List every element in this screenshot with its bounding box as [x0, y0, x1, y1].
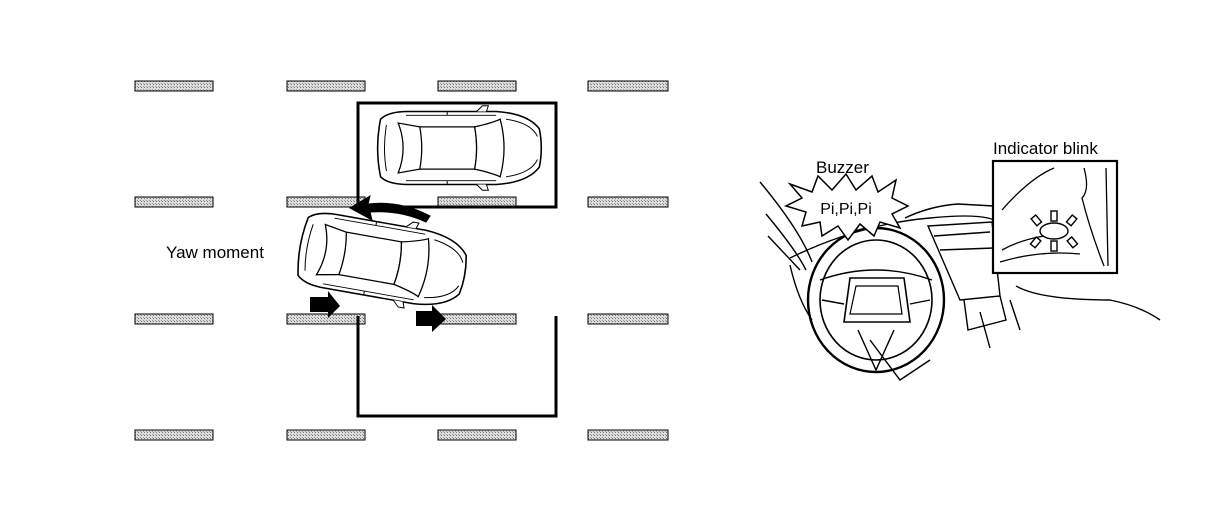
lane-mark — [286, 313, 366, 325]
lane-mark — [587, 313, 669, 325]
lane-mark — [134, 80, 214, 92]
lane-mark — [587, 80, 669, 92]
lane-mark — [437, 80, 517, 92]
indicator-inset-content — [999, 167, 1109, 267]
lane-mark — [437, 429, 517, 441]
buzzer-sound-text: Pi,Pi,Pi — [820, 201, 872, 218]
yaw-curved-arrow-icon — [348, 194, 431, 223]
lane-mark — [437, 313, 517, 325]
lane-mark — [587, 196, 669, 208]
lane-mark — [587, 429, 669, 441]
lane-markings — [134, 80, 669, 441]
cockpit-illustration — [759, 181, 1161, 381]
upper-parking-space — [356, 101, 558, 209]
steering-wheel-icon — [806, 226, 946, 374]
blinking-indicator-icon — [1029, 210, 1079, 252]
lane-mark — [286, 429, 366, 441]
buzzer-burst-icon — [783, 172, 910, 242]
yaw-moment-label: Yaw moment — [166, 243, 264, 262]
parked-car-icon — [376, 104, 543, 192]
push-arrow-right-icon — [416, 305, 446, 332]
push-arrow-left-icon — [310, 291, 340, 318]
buzzer-label: Buzzer — [816, 158, 869, 177]
lower-parking-space — [356, 316, 558, 418]
lane-mark — [286, 80, 366, 92]
lane-mark — [134, 313, 214, 325]
lane-mark — [134, 196, 214, 208]
lane-mark — [134, 429, 214, 441]
indicator-blink-label: Indicator blink — [993, 139, 1098, 158]
